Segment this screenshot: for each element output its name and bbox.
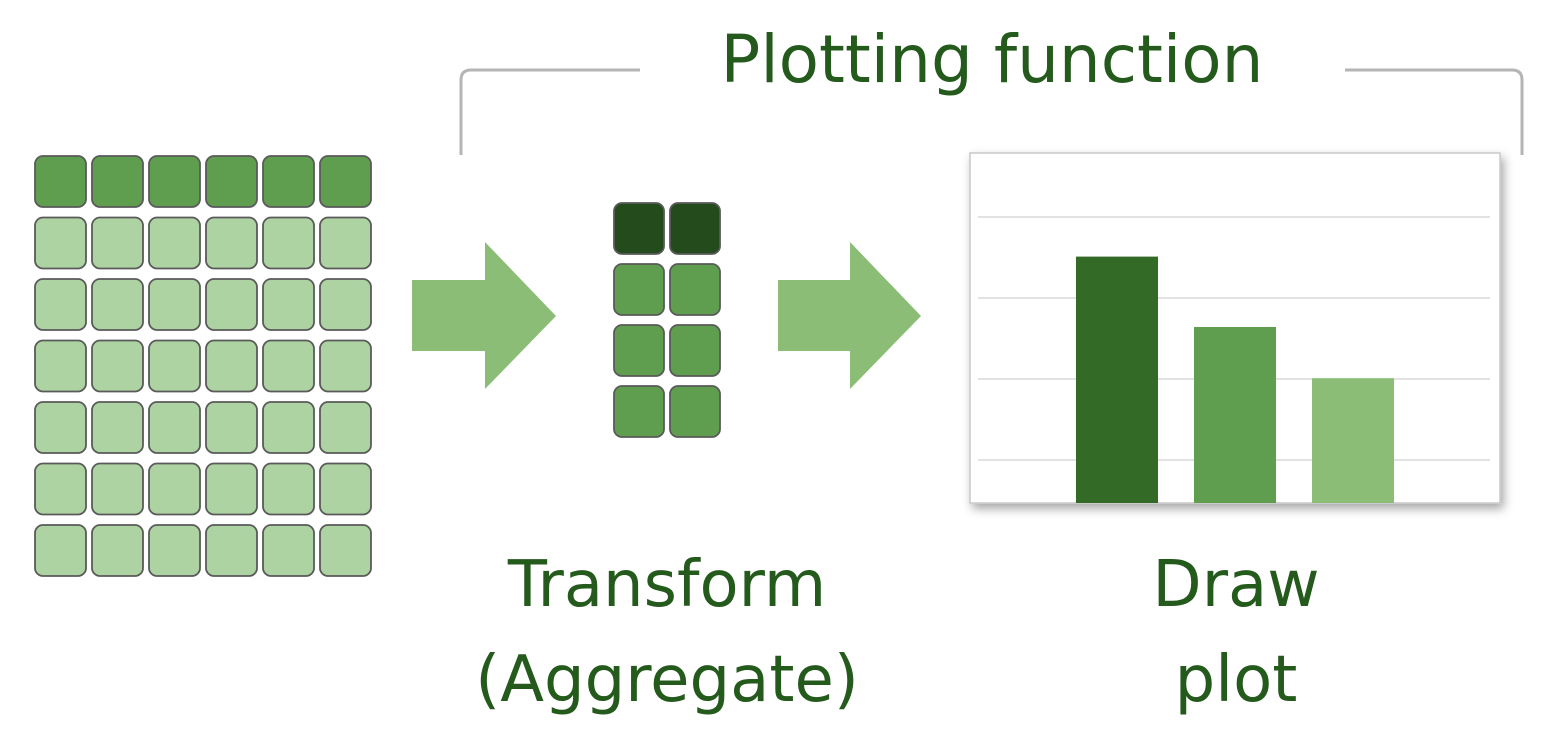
- source-table-cell: [91, 401, 144, 454]
- source-table-header-cell: [91, 155, 144, 208]
- aggregated-table-cell: [613, 263, 665, 316]
- source-table-cell: [319, 278, 372, 331]
- draw-label: Draw: [1152, 548, 1319, 622]
- source-table-cell: [262, 462, 315, 516]
- source-table-cell: [148, 401, 201, 454]
- source-table-header-cell: [148, 155, 201, 208]
- source-table-header-cell: [34, 155, 87, 208]
- source-table-cell: [148, 524, 201, 577]
- source-table-cell: [319, 216, 372, 270]
- plot-bar: [1076, 256, 1158, 503]
- plotting-function-title: Plotting function: [721, 21, 1264, 98]
- source-table-cell: [205, 524, 258, 577]
- transform-arrow: [412, 242, 556, 389]
- aggregated-table-header-cell: [669, 202, 721, 255]
- aggregated-table-cell: [669, 263, 721, 316]
- source-table-cell: [319, 462, 372, 516]
- source-table-cell: [148, 339, 201, 393]
- source-table-cell: [91, 278, 144, 331]
- source-table-cell: [262, 401, 315, 454]
- aggregated-table-cell: [613, 385, 665, 438]
- plot-bar: [1194, 327, 1276, 503]
- source-table-cell: [91, 462, 144, 516]
- aggregated-table-cell: [613, 324, 665, 377]
- aggregated-data-table: [613, 202, 721, 438]
- source-table-cell: [91, 216, 144, 270]
- aggregated-table-header-cell: [613, 202, 665, 255]
- source-table-cell: [319, 401, 372, 454]
- source-table-cell: [34, 462, 87, 516]
- plot-bars: [1076, 256, 1394, 503]
- source-table-cell: [34, 278, 87, 331]
- source-table-cell: [262, 339, 315, 393]
- source-table-cell: [205, 216, 258, 270]
- source-table-cell: [34, 216, 87, 270]
- source-table-cell: [148, 462, 201, 516]
- plotting-function-bracket: [459, 68, 1524, 155]
- source-table-cell: [34, 401, 87, 454]
- source-table-cell: [205, 339, 258, 393]
- source-data-table: [34, 155, 372, 577]
- source-table-cell: [262, 278, 315, 331]
- source-table-cell: [262, 524, 315, 577]
- plot-bar: [1312, 378, 1394, 503]
- aggregate-label: (Aggregate): [475, 643, 859, 717]
- source-table-header-cell: [205, 155, 258, 208]
- source-table-header-cell: [319, 155, 372, 208]
- aggregated-table-cell: [669, 324, 721, 377]
- source-table-cell: [34, 339, 87, 393]
- source-table-cell: [91, 339, 144, 393]
- draw-arrow: [778, 242, 921, 389]
- source-table-cell: [205, 462, 258, 516]
- source-table-cell: [205, 401, 258, 454]
- source-table-cell: [91, 524, 144, 577]
- transform-label: Transform: [507, 548, 826, 622]
- source-table-cell: [34, 524, 87, 577]
- source-table-cell: [319, 339, 372, 393]
- source-table-cell: [148, 216, 201, 270]
- source-table-cell: [148, 278, 201, 331]
- source-table-cell: [262, 216, 315, 270]
- source-table-cell: [205, 278, 258, 331]
- plot-label: plot: [1175, 643, 1298, 717]
- source-table-cell: [319, 524, 372, 577]
- source-table-header-cell: [262, 155, 315, 208]
- aggregated-table-cell: [669, 385, 721, 438]
- example-plot: [969, 152, 1501, 504]
